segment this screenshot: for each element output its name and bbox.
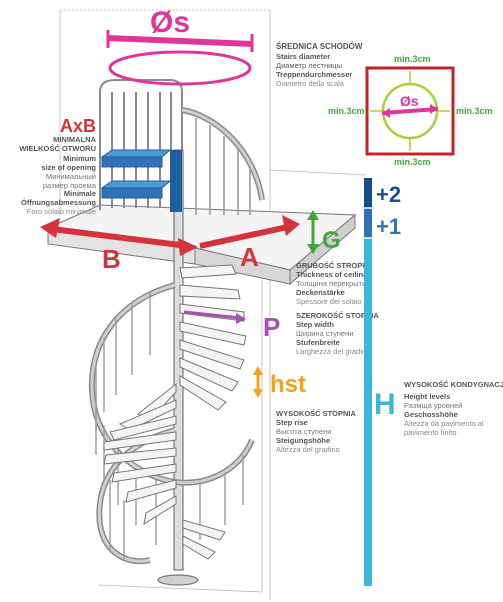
diameter-ru: Диаметр лестницы (276, 61, 342, 70)
step-rise-ru: Высота ступени (276, 427, 331, 436)
step-width: P SZEROKOŚĆ STOPNIA Step width Ширина ст… (183, 310, 379, 356)
diameter-pl: ŚREDNICA SCHODÓW (276, 42, 363, 51)
step-width-en: Step width (296, 320, 334, 329)
clearance-symbol: Øs (400, 93, 419, 109)
height-symbol: H (374, 388, 396, 421)
opening-de1: Minimale (64, 189, 96, 198)
opening-en1: Minimum (63, 154, 96, 163)
step-rise-it: Altezza del gradino (276, 445, 340, 454)
extra-steps-illustration (100, 149, 182, 212)
ceiling-en: Thickness of ceiling (296, 270, 368, 279)
step-rise-pl: WYSOKOŚĆ STOPNIA (276, 409, 356, 418)
height-de: Geschosshöhe (404, 410, 458, 419)
base-plate (157, 574, 199, 586)
step-width-symbol: P (263, 312, 280, 342)
clearance-box: Øs min.3cm min.3cm min.3cm min.3cm (328, 54, 493, 167)
step-width-ru: Ширина ступени (296, 329, 353, 338)
dimension-b-label: B (102, 244, 121, 274)
ceiling-de: Deckenstärke (296, 288, 345, 297)
extra-step-2-bar (364, 178, 372, 208)
extra-step-plus2: +2 (376, 182, 401, 207)
diameter-it: Diametro della scala (276, 79, 345, 88)
ceiling-it: Spessore del solaio (296, 297, 361, 306)
extra-step-plus1: +1 (376, 214, 401, 239)
stair-treads (103, 264, 247, 560)
extra-step-1-bar (364, 208, 372, 238)
step-width-pl: SZEROKOŚĆ STOPNIA (296, 311, 379, 320)
opening-pl1: MINIMALNA (53, 135, 96, 144)
diameter-symbol: Øs (150, 6, 190, 39)
ceiling-thickness: G GRUBOŚĆ STROPU Thickness of ceiling То… (296, 210, 370, 306)
opening-ru2: размер проема (43, 181, 97, 190)
height-en: Height levels (404, 392, 450, 401)
clearance-right: min.3cm (456, 106, 493, 116)
step-rise-de: Steigungshöhe (276, 436, 330, 445)
dimension-b: B (40, 218, 198, 274)
opening-symbol: AxB (60, 116, 96, 136)
step-width-it: Larghezza del gradino (296, 347, 370, 356)
opening-ru1: Минимальный (46, 172, 96, 181)
height-it2: pavimento finito (404, 428, 457, 437)
height-pl: WYSOKOŚĆ KONDYGNACJI (404, 380, 503, 389)
step-rise-en: Step rise (276, 418, 308, 427)
floor-slab (46, 204, 357, 286)
height-bar (364, 238, 372, 586)
opening-it: Foro solaio minimale (27, 207, 96, 216)
step-width-de: Stufenbreite (296, 338, 340, 347)
height-it1: Altezza da pavimento al (404, 419, 484, 428)
dimension-a-label: A (240, 242, 259, 272)
step-rise-symbol: hst (270, 371, 306, 398)
diameter-en: Stairs diameter (276, 52, 330, 61)
opening-pl2: WIELKOŚĆ OTWORU (19, 144, 96, 153)
opening-en2: size of opening (41, 163, 96, 172)
ceiling-pl: GRUBOŚĆ STROPU (296, 261, 368, 270)
diameter-de: Treppendurchmesser (276, 70, 352, 79)
diameter-labels: ŚREDNICA SCHODÓW Stairs diameter Диаметр… (276, 42, 363, 88)
clearance-left: min.3cm (328, 106, 365, 116)
dimension-a: A (199, 215, 300, 272)
opening-de2: Öffnungsabmessung (21, 198, 96, 207)
clearance-bottom: min.3cm (394, 157, 431, 167)
ceiling-symbol: G (322, 227, 341, 254)
opening-labels: AxB MINIMALNA WIELKOŚĆ OTWORU Minimum si… (19, 116, 96, 216)
ceiling-ru: Толщина перекрытия (296, 279, 370, 288)
clearance-top: min.3cm (394, 54, 431, 64)
room-outline (59, 9, 366, 600)
height-indicator: +2 +1 H WYSOKOŚĆ KONDYGNACJI Height leve… (360, 178, 503, 586)
step-rise: hst WYSOKOŚĆ STOPNIA Step rise Высота ст… (253, 366, 356, 454)
height-ru: Размща уровней (404, 401, 462, 410)
diameter-indicator: Øs (106, 6, 254, 86)
